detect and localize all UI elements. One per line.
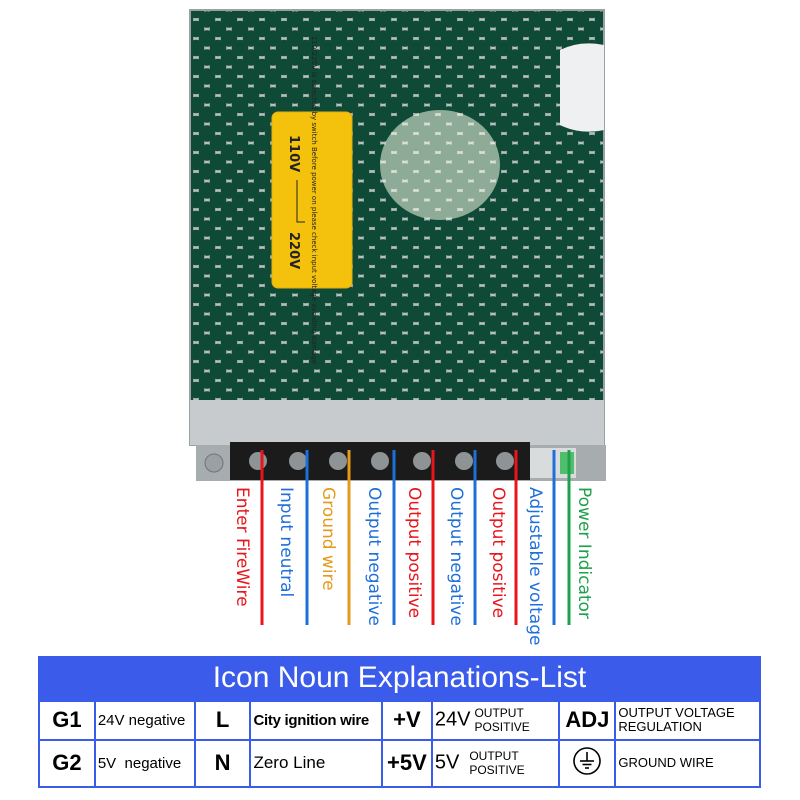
wire-label-enter-firewire: Enter FireWire xyxy=(232,487,252,607)
wire-label-ground-wire: Ground wire xyxy=(318,487,338,591)
legend-line-output: OUTPUT xyxy=(469,749,519,764)
wire-label-input-neutral: Input neutral xyxy=(276,487,296,598)
legend-desc-ground: GROUND WIRE xyxy=(614,738,761,788)
label-110v: 110V xyxy=(286,135,301,172)
legend-volt-24v: 24V xyxy=(434,708,471,731)
legend-desc-g1: 24V negative xyxy=(93,700,196,741)
label-220v: 220V xyxy=(286,232,301,269)
perforated-case xyxy=(190,10,604,445)
legend-desc-l: City ignition wire xyxy=(249,700,383,741)
legend-line-output: OUTPUT xyxy=(474,706,524,721)
legend-code-g1: G1 xyxy=(38,700,96,741)
legend-volt-5v: 5V xyxy=(434,751,460,774)
wire-label-output-positive-2: Output positive xyxy=(488,487,508,619)
legend-code-plus-5v: +5V xyxy=(380,738,433,788)
legend-title: Icon Noun Explanations-List xyxy=(38,656,761,700)
legend-code-l: L xyxy=(193,700,252,741)
legend-code-g2: G2 xyxy=(38,738,96,788)
legend-desc-g2: 5V negative xyxy=(93,738,196,788)
legend-code-n: N xyxy=(193,738,252,788)
legend-code-plus-v: +V xyxy=(380,700,433,741)
legend-table: G1 24V negative L City ignition wire +V … xyxy=(38,700,761,788)
wire-label-output-negative-1: Output negative xyxy=(364,487,384,626)
legend-desc-n: Zero Line xyxy=(249,738,383,788)
legend-code-ground xyxy=(558,738,617,788)
legend-code-adj: ADJ xyxy=(558,700,617,741)
wire-label-output-positive-1: Output positive xyxy=(404,487,424,619)
wire-label-adjustable-voltage: Adjustable voltage xyxy=(525,487,545,646)
ground-symbol-icon xyxy=(573,746,602,775)
voltage-warning-label xyxy=(271,111,353,289)
legend-panel: Icon Noun Explanations-List G1 24V negat… xyxy=(38,656,761,788)
legend-line-output-voltage: OUTPUT VOLTAGE xyxy=(618,705,735,721)
wire-label-output-negative-2: Output negative xyxy=(446,487,466,626)
terminal-screws xyxy=(249,452,514,470)
legend-line-regulation: REGULATION xyxy=(618,719,702,735)
legend-row: G1 24V negative L City ignition wire +V … xyxy=(38,700,761,741)
wire-label-power-indicator: Power Indicator xyxy=(574,487,594,619)
label-card-text: 110/220V is selected by switch Before po… xyxy=(310,36,318,364)
legend-line-positive: POSITIVE xyxy=(474,720,530,735)
power-supply-photo: 110/220V is selected by switch Before po… xyxy=(189,9,606,625)
legend-line-positive: POSITIVE xyxy=(469,763,525,778)
